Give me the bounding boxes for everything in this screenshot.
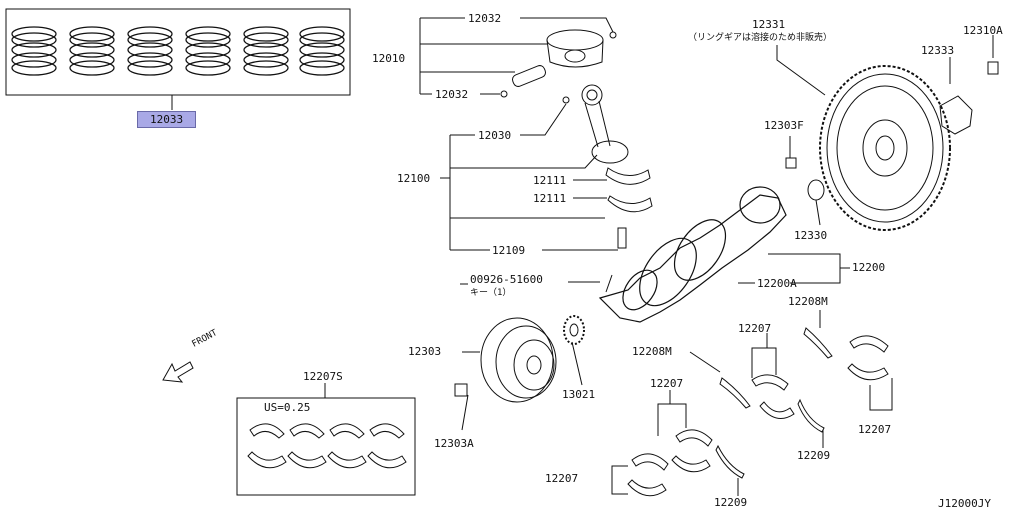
label-conrod-bolt[interactable]: 12030 — [478, 129, 512, 142]
label-conrod-bearing-upper[interactable]: 12111 — [533, 174, 567, 187]
label-crank-sprocket[interactable]: 13021 — [562, 388, 596, 401]
label-conrod-assy[interactable]: 12100 — [397, 172, 431, 185]
label-thrust-washer-left[interactable]: 12208M — [632, 345, 672, 358]
piston — [500, 29, 617, 98]
label-piston-pin-clip-top[interactable]: 12032 — [468, 12, 502, 25]
connecting-rod — [562, 84, 653, 249]
label-pilot-bushing[interactable]: 12303F — [764, 119, 804, 132]
label-main-bearing-b[interactable]: 12207 — [858, 423, 892, 436]
label-flywheel-bolt[interactable]: 12310A — [963, 24, 1003, 37]
flywheel-plate — [939, 95, 973, 135]
ring-set-box — [5, 8, 351, 96]
label-piston-assy[interactable]: 12010 — [372, 52, 406, 65]
label-crankshaft-assy[interactable]: 12200A — [757, 277, 797, 290]
label-main-bearing-a[interactable]: 12207 — [738, 322, 772, 335]
label-crankshaft[interactable]: 12200 — [852, 261, 886, 274]
label-bearing-set-note: US=0.25 — [264, 401, 311, 414]
label-conrod-nut[interactable]: 12109 — [492, 244, 526, 257]
label-pilot-bearing[interactable]: 12330 — [794, 229, 828, 242]
label-pulley-bolt[interactable]: 12303A — [434, 437, 474, 450]
flywheel-bolt — [987, 61, 999, 75]
pulley-bolt — [454, 383, 468, 397]
label-key-note: キー（1） — [470, 288, 512, 298]
label-flywheel[interactable]: 12331 — [752, 18, 786, 31]
label-flywheel-note: （リングギアは溶接のため非販売） — [688, 33, 833, 43]
label-flywheel-plate[interactable]: 12333 — [921, 44, 955, 57]
label-main-bearing-c[interactable]: 12207 — [650, 377, 684, 390]
diagram-code: J12000JY — [938, 497, 991, 510]
label-main-bearing-d[interactable]: 12207 — [545, 472, 579, 485]
label-thrust-washer-upper[interactable]: 12208M — [788, 295, 828, 308]
main-bearings — [627, 327, 889, 497]
front-arrow-icon — [162, 361, 194, 383]
crank-sprocket — [563, 315, 585, 345]
crankshaft — [598, 186, 787, 323]
pilot-bushing — [785, 157, 797, 169]
label-thrust-bearing-a[interactable]: 12209 — [797, 449, 831, 462]
flywheel — [819, 65, 951, 231]
crank-pulley — [480, 317, 557, 403]
bearing-set-box — [236, 397, 416, 496]
label-key-part[interactable]: 00926-51600 — [470, 273, 543, 286]
label-bearing-set[interactable]: 12207S — [303, 370, 343, 383]
label-piston-pin-clip-bottom[interactable]: 12032 — [435, 88, 469, 101]
label-piston-ring-set[interactable]: 12033 — [137, 111, 197, 128]
bearing-shells — [247, 423, 407, 469]
piston-rings — [11, 26, 345, 76]
label-crank-pulley[interactable]: 12303 — [408, 345, 442, 358]
label-conrod-bearing-lower[interactable]: 12111 — [533, 192, 567, 205]
label-thrust-bearing-b[interactable]: 12209 — [714, 496, 748, 509]
pilot-bearing — [807, 179, 825, 201]
